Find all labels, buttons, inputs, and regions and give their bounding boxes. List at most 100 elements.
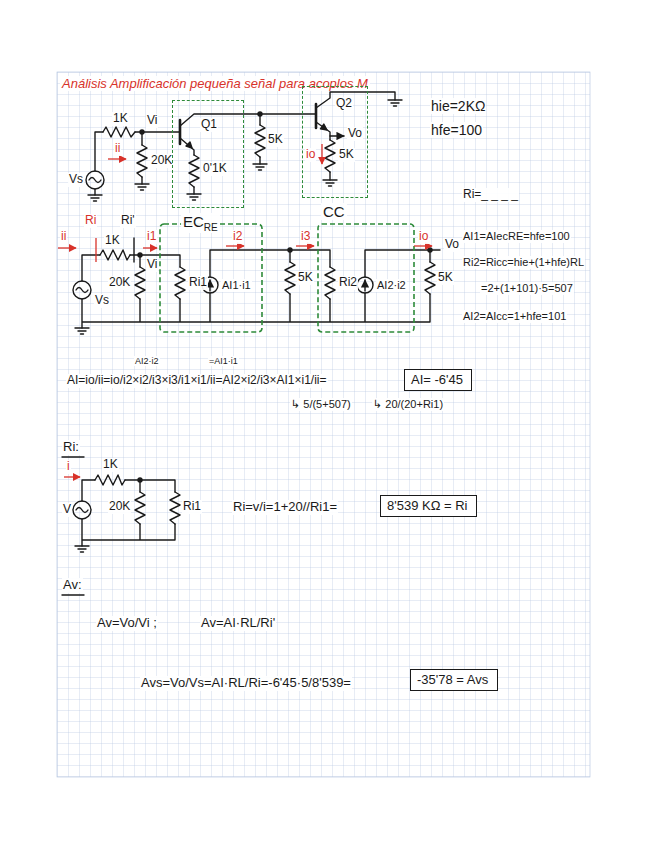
current-arrow bbox=[414, 245, 432, 246]
input-resistance-circuit bbox=[62, 457, 180, 595]
current-arrow bbox=[64, 476, 80, 477]
handwritten-label: i2 bbox=[232, 230, 243, 244]
handwritten-label: ii bbox=[60, 230, 67, 244]
handwritten-label: ↳ 5/(5+507) bbox=[290, 398, 352, 411]
handwritten-label: Q1 bbox=[200, 118, 218, 132]
handwritten-label: Vs bbox=[68, 173, 84, 187]
port-tick bbox=[95, 238, 96, 262]
equivalent-circuit bbox=[73, 238, 440, 334]
emitter-arrow bbox=[320, 124, 327, 130]
handwritten-label: AI2·i2 bbox=[376, 279, 407, 292]
result-box: 8'539 KΩ = Ri bbox=[380, 495, 477, 517]
current-source bbox=[357, 277, 373, 293]
result-value: 8'539 KΩ = Ri bbox=[387, 498, 468, 513]
handwritten-label: Ri bbox=[84, 214, 97, 228]
stage-heading: CC bbox=[321, 203, 347, 220]
handwritten-label: 5K bbox=[297, 271, 314, 285]
handwritten-label: i3 bbox=[300, 230, 311, 244]
handwritten-label: Ri1 bbox=[182, 500, 202, 514]
source-tilde bbox=[76, 288, 88, 293]
handwritten-label: Q2 bbox=[335, 97, 353, 111]
handwritten-label: 20K bbox=[108, 276, 131, 290]
handwritten-label: Vo bbox=[444, 238, 460, 252]
handwritten-label: Vi bbox=[146, 114, 158, 128]
handwritten-label: 1K bbox=[112, 112, 129, 126]
handwritten-label: 20K bbox=[108, 500, 131, 514]
junction-dot bbox=[138, 253, 142, 257]
handwritten-label: 5K bbox=[437, 271, 454, 285]
handwritten-label: Av: bbox=[62, 578, 83, 593]
handwritten-label: io bbox=[418, 230, 429, 244]
handwritten-label: =AI1·i1 bbox=[208, 356, 239, 366]
resistor-symbol bbox=[100, 250, 435, 299]
source-arrow bbox=[364, 280, 365, 291]
handwritten-label: 5K bbox=[338, 148, 355, 162]
output-arrow bbox=[330, 135, 344, 136]
voltage-source bbox=[73, 281, 91, 299]
source-arrow bbox=[209, 280, 210, 291]
junction-dot bbox=[428, 248, 432, 252]
current-arrow bbox=[108, 158, 126, 159]
page-title: Análisis Amplificación pequeña señal par… bbox=[60, 76, 370, 91]
stage-group-box: CC bbox=[302, 86, 368, 198]
handwritten-label: Av=Vo/Vi ; bbox=[96, 616, 158, 631]
handwritten-label: 0'1K bbox=[202, 162, 228, 176]
junction-dot bbox=[258, 112, 262, 116]
stage-outline bbox=[160, 224, 262, 332]
handwritten-label: Vi bbox=[146, 258, 158, 272]
source-tilde bbox=[76, 508, 88, 513]
handwritten-label: i bbox=[66, 460, 71, 474]
heading-underline bbox=[62, 457, 84, 595]
grid-paper bbox=[57, 72, 590, 777]
top-circuit bbox=[86, 92, 402, 201]
resistor-symbol bbox=[95, 475, 180, 524]
stage-heading: ECRE bbox=[181, 213, 220, 233]
current-arrow bbox=[143, 247, 157, 248]
result-value: -35'78 = Avs bbox=[417, 672, 488, 687]
handwritten-label: Ri=_ _ _ _ bbox=[462, 188, 519, 202]
current-arrow bbox=[321, 144, 322, 164]
handwritten-label: Ri2=Ricc=hie+(1+hfe)RL bbox=[462, 256, 585, 269]
port-tick bbox=[133, 238, 134, 262]
stage-boxes bbox=[160, 224, 414, 332]
handwritten-label: Avs=Vo/Vs=AI·RL/Ri=-6'45·5/8'539= bbox=[140, 676, 352, 691]
stage-name: RE bbox=[204, 222, 218, 233]
stage-group-box: ECRE bbox=[172, 100, 244, 208]
handwritten-label: AI2=AIcc=1+hfe=101 bbox=[462, 310, 567, 323]
handwritten-label: Ri1 bbox=[188, 276, 208, 290]
current-arrow bbox=[296, 245, 314, 246]
stage-outline bbox=[318, 224, 414, 332]
handwritten-label: Ri' bbox=[120, 214, 136, 228]
ground-symbol bbox=[88, 100, 402, 201]
current-arrow bbox=[226, 245, 244, 246]
handwritten-label: AI=io/ii=io/i2×i2/i3×i3/i1×i1/ii=AI2×i2/… bbox=[66, 374, 328, 388]
test-source bbox=[73, 501, 91, 519]
voltage-source bbox=[86, 171, 104, 189]
handwritten-label: ↳ 20/(20+Ri1) bbox=[372, 398, 444, 411]
handwritten-label: 20K bbox=[150, 154, 173, 168]
handwritten-label: 5K bbox=[267, 133, 284, 147]
handwritten-label: =2+(1+101)·5=507 bbox=[480, 282, 574, 295]
stage-name: CC bbox=[323, 203, 345, 220]
handwritten-label: hie=2KΩ bbox=[430, 98, 486, 114]
handwritten-label: AI1·i1 bbox=[221, 279, 252, 292]
handwritten-label: Av=AI·RL/Ri' bbox=[200, 616, 276, 631]
junction-dot bbox=[140, 130, 144, 134]
wire bbox=[95, 92, 395, 195]
handwritten-label: ii bbox=[114, 142, 121, 156]
handwritten-label: io bbox=[305, 148, 316, 162]
stage-name: EC bbox=[183, 213, 204, 230]
handwritten-label: V bbox=[62, 503, 72, 517]
result-value: AI= -6'45 bbox=[411, 372, 463, 387]
handwritten-label: 1K bbox=[102, 458, 119, 472]
wire bbox=[82, 480, 175, 546]
current-arrows-top bbox=[108, 144, 322, 164]
handwritten-label: hfe=100 bbox=[430, 122, 483, 138]
handwritten-label: Ri: bbox=[62, 440, 80, 455]
handwritten-label: Vo bbox=[347, 127, 363, 141]
handwritten-label: i1 bbox=[146, 230, 157, 244]
source-tilde bbox=[89, 178, 101, 183]
